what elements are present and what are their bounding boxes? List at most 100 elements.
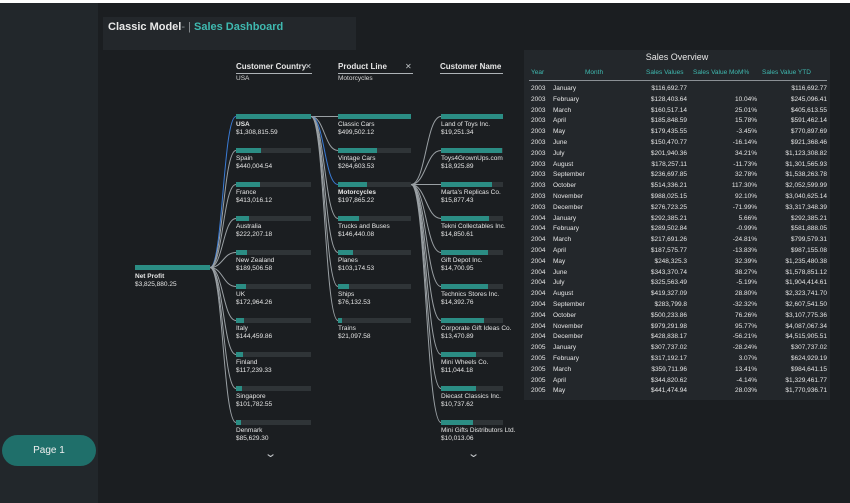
customer-node-5-bar[interactable] [441,284,488,289]
country-node-4-label[interactable]: New Zealand$189,506.58 [236,257,274,273]
customer-node-1-bar[interactable] [441,148,502,153]
country-node-7-label[interactable]: Finland$117,239.33 [236,359,272,375]
root-node-bar[interactable] [135,265,210,270]
root-node-label[interactable]: Net Profit$3,825,880.25 [135,273,177,289]
customer-node-3-label[interactable]: Tekni Collectables Inc.$14,850.61 [441,223,506,239]
customer-node-7-bar[interactable] [441,352,477,357]
clear-country-icon[interactable]: ✕ [305,62,312,71]
customer-node-0-bar[interactable] [441,114,503,119]
product-node-2-label[interactable]: Motorcycles$197,865.22 [338,189,376,205]
customer-node-8-label[interactable]: Diecast Classics Inc.$10,737.62 [441,393,501,409]
product-node-3-bar[interactable] [338,216,360,221]
customer-node-7-label[interactable]: Mini Wheels Co.$11,044.18 [441,359,488,375]
country-node-0-bar[interactable] [236,114,311,119]
country-node-6-label[interactable]: Italy$144,459.86 [236,325,272,341]
country-node-8-label[interactable]: Singapore$101,782.55 [236,393,272,409]
product-node-3-label[interactable]: Trucks and Buses$146,440.08 [338,223,390,239]
product-node-6-bar[interactable] [338,318,342,323]
product-node-0-label[interactable]: Classic Cars$499,502.12 [338,121,374,137]
col-header-sales-values[interactable]: Sales Values [646,69,684,76]
customer-node-9-bar[interactable] [441,420,474,425]
customer-scroll-down-icon[interactable]: ⌄ [467,448,481,460]
country-node-5-label[interactable]: UK$172,964.26 [236,291,272,307]
country-node-5-bar[interactable] [236,284,246,289]
country-node-6-bar-track [236,318,311,323]
country-node-2-label[interactable]: France$413,016.12 [236,189,272,205]
product-node-4-bar[interactable] [338,250,354,255]
product-node-5-bar[interactable] [338,284,349,289]
country-node-2-bar[interactable] [236,182,260,187]
product-node-4-label[interactable]: Planes$103,174.53 [338,257,374,273]
country-node-4-bar[interactable] [236,250,247,255]
customer-node-2-bar[interactable] [441,182,492,187]
country-node-6-bar[interactable] [236,318,245,323]
product-node-1-bar[interactable] [338,148,377,153]
page-1-button[interactable]: Page 1 [2,435,96,466]
customer-node-9-label[interactable]: Mini Gifts Distributors Ltd.$10,013.06 [441,427,515,443]
product-node-2-bar[interactable] [338,182,368,187]
customer-node-3-bar[interactable] [441,216,489,221]
product-node-0-bar[interactable] [338,114,411,119]
level-header-customer[interactable]: Customer Name [440,62,502,71]
clear-product-icon[interactable]: ✕ [405,62,412,71]
col-header-mom[interactable]: Sales Value MoM% [693,69,750,76]
customer-node-6-bar[interactable] [441,318,485,323]
country-node-9-label[interactable]: Denmark$85,629.30 [236,427,269,443]
customer-node-2-label[interactable]: Marta's Replicas Co.$15,877.43 [441,189,501,205]
customer-node-0-label[interactable]: Land of Toys Inc.$19,251.34 [441,121,490,137]
country-scroll-down-icon[interactable]: ⌄ [264,448,278,460]
customer-node-4-label[interactable]: Gift Depot Inc.$14,700.95 [441,257,483,273]
level-header-product[interactable]: Product Line [338,62,387,71]
country-node-9-bar[interactable] [236,420,241,425]
product-node-1-label[interactable]: Vintage Cars$264,603.53 [338,155,375,171]
col-header-month[interactable]: Month [585,69,604,76]
country-node-8-bar[interactable] [236,386,242,391]
customer-node-8-bar[interactable] [441,386,476,391]
country-node-0-label[interactable]: USA$1,308,815.59 [236,121,278,137]
level-header-country[interactable]: Customer Country [236,62,307,71]
country-node-3-bar[interactable] [236,216,249,221]
customer-node-1-label[interactable]: Toys4GrownUps.com$18,925.89 [441,155,503,171]
col-header-year[interactable]: Year [531,69,545,76]
country-node-3-label[interactable]: Australia$222,207.18 [236,223,272,239]
customer-node-4-bar[interactable] [441,250,489,255]
country-node-7-bar[interactable] [236,352,243,357]
customer-node-6-label[interactable]: Corporate Gift Ideas Co.$13,470.89 [441,325,511,341]
customer-node-5-label[interactable]: Technics Stores Inc.$14,392.76 [441,291,499,307]
product-node-6-label[interactable]: Trains$21,097.58 [338,325,371,341]
product-node-5-label[interactable]: Ships$76,132.53 [338,291,371,307]
col-header-ytd[interactable]: Sales Value YTD [762,69,811,76]
country-node-1-label[interactable]: Spain$440,004.54 [236,155,272,171]
country-node-1-bar[interactable] [236,148,262,153]
title-dashboard: Sales Dashboard [194,21,284,33]
